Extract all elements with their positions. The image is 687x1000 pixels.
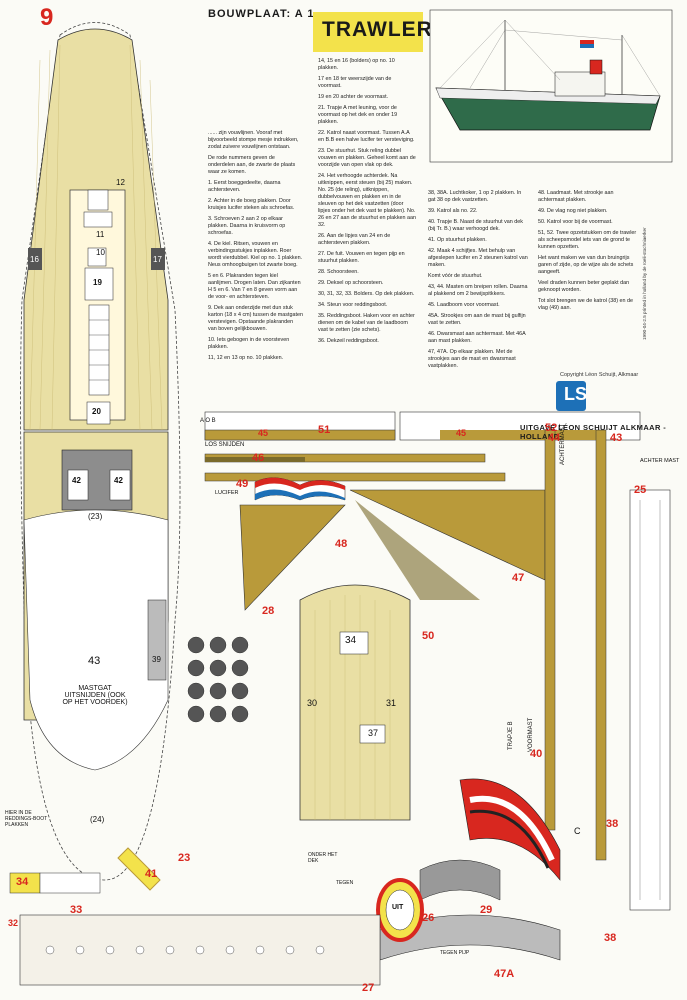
label-50: 50 <box>422 630 435 642</box>
label-12: 12 <box>116 178 125 187</box>
label-28: 29 <box>480 904 493 916</box>
label-39: 39 <box>152 655 161 664</box>
label-tegen: TEGEN <box>336 880 354 886</box>
copyright: Copyright Léon Schuijt, Alkmaar <box>560 372 639 378</box>
label-23-red: 23 <box>178 852 191 864</box>
label-lucifer: LUCIFER <box>215 490 239 496</box>
label-16: 16 <box>30 255 39 264</box>
label-11: 11 <box>96 230 105 239</box>
print-info: 1990-04-2.5 printed in holland by de roe… <box>642 227 647 340</box>
label-17: 17 <box>153 255 162 264</box>
label-trapje-b: TRAPJE B <box>508 721 514 750</box>
label-27: 47A <box>494 968 515 980</box>
label-24: (24) <box>90 815 105 824</box>
label-34-deck: 34 <box>345 635 357 646</box>
label-voormast: VOORMAST <box>528 717 534 752</box>
label-45: 45 <box>456 428 467 438</box>
label-23: (23) <box>88 512 103 521</box>
afterdeck-part <box>299 584 411 821</box>
publisher-logo: LS <box>556 381 587 411</box>
label-26: 27 <box>362 982 375 994</box>
bouwplaat-label: BOUWPLAAT: A 1 <box>208 8 315 20</box>
title-box <box>313 12 423 52</box>
sheet-number: 9 <box>40 4 54 31</box>
label-34: 34 <box>16 876 29 888</box>
label-43: 43 <box>610 432 623 444</box>
label-hier-in: HIER IN DE REDDINGS-BOOT PLAKKEN <box>5 810 48 828</box>
label-42a: 42 <box>72 476 81 485</box>
label-37: 37 <box>368 728 379 738</box>
label-achter-mast: ACHTER MAST <box>640 458 680 464</box>
publisher: UITGAVE LÉON SCHUIJT ALKMAAR - HOLLAND <box>520 423 667 441</box>
label-onder-het-dek: ONDER HET DEK <box>308 852 338 864</box>
label-29: 26 <box>422 912 435 924</box>
label-10: 10 <box>96 248 105 257</box>
label-c: C <box>574 826 581 836</box>
mastgat-text: MASTGAT UITSNIJDEN (OOK OP HET VOORDEK) <box>62 685 128 706</box>
label-46: 46 <box>252 452 265 464</box>
label-41: 41 <box>145 868 158 880</box>
label-31: 31 <box>386 698 397 708</box>
label-38a: 38 <box>606 818 619 830</box>
label-38: 38 <box>604 932 617 944</box>
label-32: 32 <box>8 918 19 928</box>
label-33: 33 <box>70 904 83 916</box>
instructions-col2: 14, 15 en 16 (bolders) op no. 10 plakken… <box>318 58 417 344</box>
label-aob: A O B <box>200 418 216 424</box>
label-20: 20 <box>92 407 101 416</box>
label-47a: 28 <box>262 605 275 617</box>
label-19: 19 <box>93 278 102 287</box>
label-45a: 45 <box>258 428 269 438</box>
label-tegen-pijp: TEGEN PIJP <box>440 950 470 956</box>
label-47: 47 <box>512 572 525 584</box>
page-title: TRAWLER <box>322 18 433 41</box>
label-49: 49 <box>236 478 249 490</box>
label-los-snijden: LOS SNIJDEN <box>205 442 245 448</box>
label-25: 25 <box>634 484 647 496</box>
label-achtermast: ACHTERMAST <box>560 423 566 465</box>
mastgat-number: 43 <box>88 655 101 667</box>
label-51: 51 <box>318 424 331 436</box>
instructions-col1: ...... zijn vouwlijnen. Vooraf met bijvo… <box>208 130 303 361</box>
instructions-col4: 48. Laadmast. Met strookje aan achtermas… <box>538 190 637 311</box>
instructions-col3: 38, 38A. Luchtkoker, 1 op 2 plakken. In … <box>428 190 528 369</box>
label-42b: 42 <box>114 476 123 485</box>
label-uit: UIT <box>392 904 404 911</box>
label-52: 52 <box>545 422 558 434</box>
label-44: 44 <box>548 432 561 444</box>
label-30: 30 <box>307 698 318 708</box>
label-48: 48 <box>335 538 348 550</box>
label-40: 40 <box>530 748 543 760</box>
